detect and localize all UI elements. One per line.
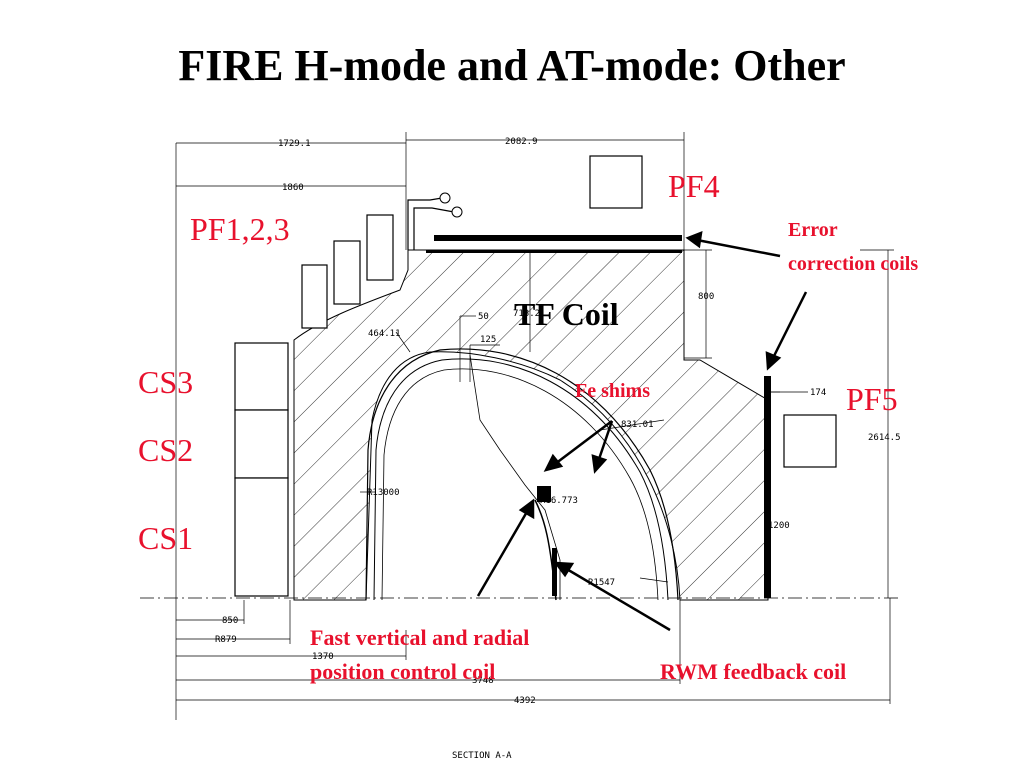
cs2-coil <box>234 409 289 479</box>
pf4-coil <box>589 155 643 209</box>
vacuum-vessel-outer-arc <box>365 348 679 601</box>
dim-1729: 1729.1 <box>278 139 311 149</box>
dim-713: 713.2 <box>513 309 540 319</box>
cs1-coil <box>234 477 289 597</box>
coolant-pipe <box>407 197 443 250</box>
label-rwm-coil: RWM feedback coil <box>660 659 846 684</box>
dim-50: 50 <box>478 312 489 322</box>
pf1-coil <box>301 264 328 329</box>
pf2-coil <box>333 240 361 305</box>
pf5-coil <box>783 414 837 468</box>
dim-r879: R879 <box>215 635 237 645</box>
passive-plate <box>534 499 557 601</box>
dim-2614: 2614.5 <box>868 433 901 443</box>
dim-2082: 2082.9 <box>505 137 538 147</box>
dim-800: 800 <box>698 292 714 302</box>
label-cs2: CS2 <box>138 432 193 468</box>
dim-r13000: R13000 <box>367 488 400 498</box>
label-error-coils-line2: correction coils <box>788 253 918 275</box>
dimension-lines <box>175 132 894 720</box>
dim-174: 174 <box>810 388 826 398</box>
dim-1370: 1370 <box>312 652 334 662</box>
slide-title: FIRE H-mode and AT-mode: Other <box>178 41 846 90</box>
label-pf4: PF4 <box>668 168 720 204</box>
label-fast-coil-line1: Fast vertical and radial <box>310 625 529 650</box>
vacuum-vessel-inner-arc <box>373 358 669 601</box>
label-pf123: PF1,2,3 <box>190 211 290 247</box>
pf3-coil <box>366 214 394 281</box>
dim-831: 831.01 <box>621 420 654 430</box>
first-wall-arc <box>381 368 659 601</box>
dim-1860: 1860 <box>282 183 304 193</box>
dim-125: 125 <box>480 335 496 345</box>
dim-1200: 1200 <box>768 521 790 531</box>
inner-plasma-boundary <box>469 354 561 600</box>
dim-3748: 3748 <box>472 676 494 686</box>
label-cs1: CS1 <box>138 520 193 556</box>
error-correction-coil-top <box>434 235 682 241</box>
pipe-end-2 <box>451 206 463 218</box>
coolant-pipe-2 <box>413 207 455 250</box>
dim-4392: 4392 <box>514 696 536 706</box>
label-cs3: CS3 <box>138 364 193 400</box>
error-correction-coil-side <box>764 376 771 598</box>
fast-control-coil-block <box>537 486 551 502</box>
cs3-coil <box>234 342 289 411</box>
pipe-end-1 <box>439 192 451 204</box>
tf-coil-top-block <box>426 250 682 253</box>
label-tf-coil: TF Coil <box>514 296 619 332</box>
annotation-arrows <box>476 231 808 632</box>
dim-r16773: R16.773 <box>540 496 578 506</box>
label-fe-shims: Fe shims <box>575 380 650 402</box>
dim-464: 464.11 <box>368 329 401 339</box>
section-label: SECTION A-A <box>452 751 512 761</box>
dim-850: 850 <box>222 616 238 626</box>
rwm-feedback-coil-bar <box>552 548 557 596</box>
label-error-coils-line1: Error <box>788 219 838 241</box>
label-fast-coil-line2: position control coil <box>310 659 495 684</box>
label-pf5: PF5 <box>846 381 898 417</box>
dim-r1547: R1547 <box>588 578 615 588</box>
